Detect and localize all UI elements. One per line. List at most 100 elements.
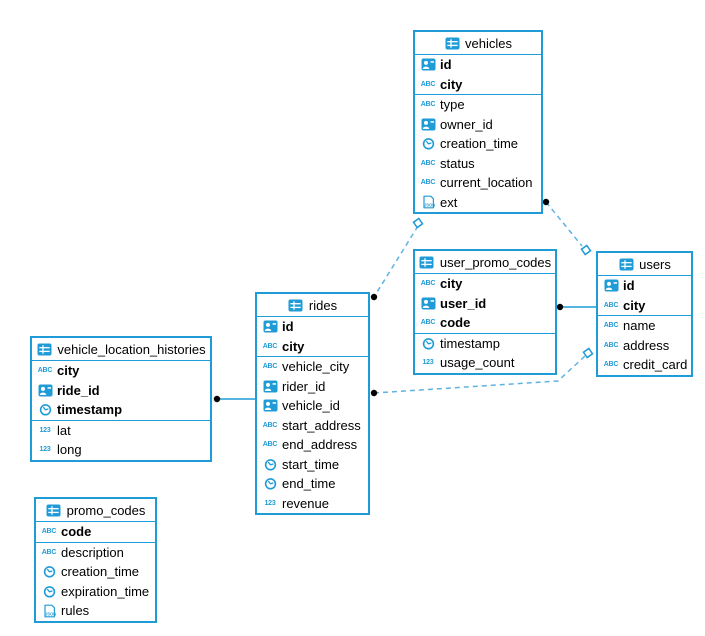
column-rider_id[interactable]: rider_id bbox=[257, 377, 368, 397]
id-badge-icon bbox=[262, 380, 278, 393]
abc-glyph: ABC bbox=[41, 548, 57, 556]
column-label: owner_id bbox=[440, 116, 493, 132]
abc-glyph: ABC bbox=[420, 179, 436, 187]
column-id[interactable]: id bbox=[415, 55, 541, 75]
text-type-icon: ABC bbox=[41, 549, 57, 556]
column-owner_id[interactable]: owner_id bbox=[415, 115, 541, 135]
abc-glyph: ABC bbox=[41, 528, 57, 536]
table-header[interactable]: user_promo_codes bbox=[415, 251, 555, 274]
abc-glyph: ABC bbox=[603, 361, 619, 369]
column-creation_time[interactable]: creation_time bbox=[415, 134, 541, 154]
relation-vehicle_location_histories-rides[interactable] bbox=[213, 395, 257, 403]
svg-text:JSON: JSON bbox=[424, 203, 435, 208]
column-id[interactable]: id bbox=[257, 317, 368, 337]
relation-diamond-marker bbox=[580, 244, 592, 256]
table-header[interactable]: promo_codes bbox=[36, 499, 155, 522]
123-glyph: 123 bbox=[39, 426, 51, 434]
column-label: current_location bbox=[440, 175, 533, 191]
column-creation_time[interactable]: creation_time bbox=[36, 562, 155, 582]
text-type-icon: ABC bbox=[41, 528, 57, 535]
relation-dot-marker bbox=[370, 389, 378, 397]
column-current_location[interactable]: ABC current_location bbox=[415, 173, 541, 193]
table-header[interactable]: rides bbox=[257, 294, 368, 317]
text-type-icon: ABC bbox=[262, 363, 278, 370]
text-type-icon: ABC bbox=[603, 361, 619, 368]
column-id[interactable]: id bbox=[598, 276, 691, 296]
column-label: type bbox=[440, 97, 465, 113]
table-icon bbox=[618, 258, 634, 271]
text-type-icon: ABC bbox=[420, 179, 436, 186]
column-expiration_time[interactable]: expiration_time bbox=[36, 582, 155, 602]
column-timestamp[interactable]: timestamp bbox=[32, 400, 210, 420]
table-header[interactable]: vehicles bbox=[415, 32, 541, 55]
column-end_time[interactable]: end_time bbox=[257, 474, 368, 494]
abc-glyph: ABC bbox=[420, 319, 436, 327]
column-vehicle_id[interactable]: vehicle_id bbox=[257, 396, 368, 416]
column-start_time[interactable]: start_time bbox=[257, 455, 368, 475]
abc-glyph: ABC bbox=[262, 363, 278, 371]
relation-rides-users[interactable] bbox=[370, 347, 594, 397]
id-badge-icon bbox=[262, 320, 278, 333]
relation-user_promo_codes-users[interactable] bbox=[556, 303, 598, 311]
clock-icon bbox=[420, 337, 436, 350]
column-label: start_time bbox=[282, 456, 340, 472]
json-icon: JSON bbox=[420, 195, 436, 209]
column-credit_card[interactable]: ABC credit_card bbox=[598, 355, 691, 375]
column-label: city bbox=[440, 276, 463, 292]
text-type-icon: ABC bbox=[420, 319, 436, 326]
clock-icon bbox=[41, 565, 57, 578]
relation-vehicles-users[interactable] bbox=[542, 198, 592, 256]
column-label: rider_id bbox=[282, 378, 326, 394]
column-label: id bbox=[282, 319, 294, 335]
table-header[interactable]: vehicle_location_histories bbox=[32, 338, 210, 361]
svg-text:JSON: JSON bbox=[45, 611, 56, 616]
column-user_id[interactable]: user_id bbox=[415, 294, 555, 314]
123-glyph: 123 bbox=[264, 499, 276, 507]
column-label: timestamp bbox=[57, 402, 123, 418]
id-badge-icon bbox=[262, 399, 278, 412]
id-badge-icon bbox=[420, 297, 436, 310]
table-icon bbox=[36, 343, 52, 356]
table-icon bbox=[46, 504, 62, 517]
column-ride_id[interactable]: ride_id bbox=[32, 381, 210, 401]
clock-icon bbox=[41, 585, 57, 598]
table-icon bbox=[419, 256, 435, 269]
column-label: credit_card bbox=[623, 357, 688, 373]
column-timestamp[interactable]: timestamp bbox=[415, 334, 555, 354]
table-header[interactable]: users bbox=[598, 253, 691, 276]
relation-vehicles-rides[interactable] bbox=[370, 217, 424, 301]
